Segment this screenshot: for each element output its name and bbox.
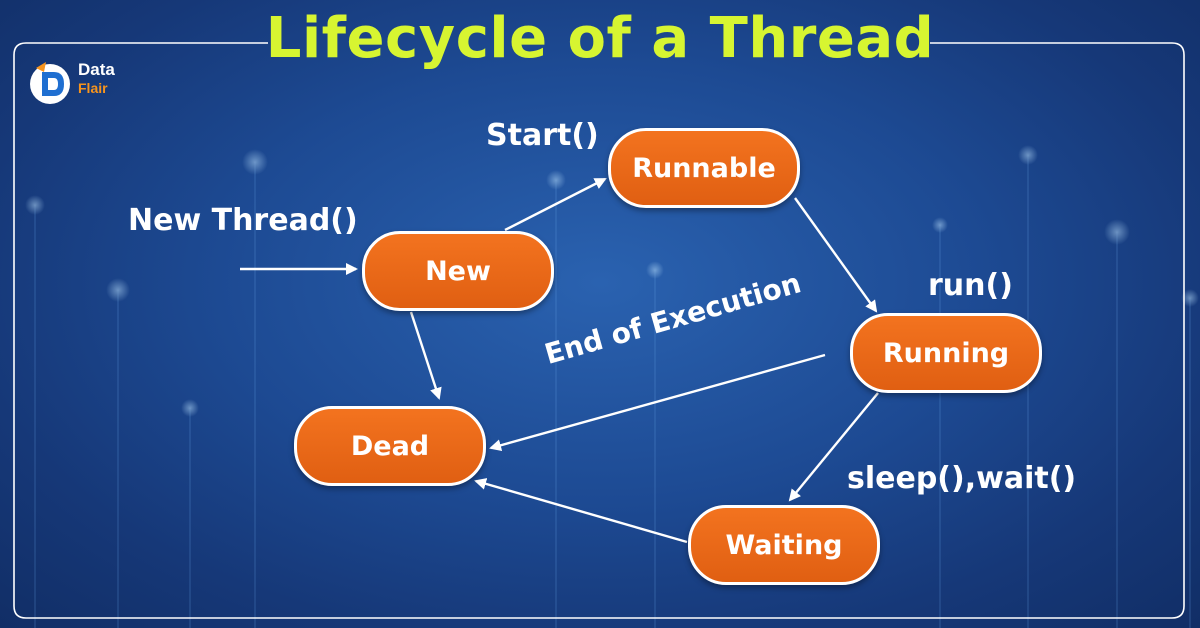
edge-runnable-to-running [794,197,878,313]
label-sleep-wait: sleep(),wait() [847,461,1077,496]
label-start: Start() [486,118,599,153]
state-node-waiting: Waiting [688,505,880,585]
label-new-thread: New Thread() [128,203,358,238]
state-node-runnable: Runnable [608,128,800,208]
logo-text-data: Data [78,60,115,79]
edge-waiting-to-dead [474,478,688,544]
label-run: run() [928,268,1013,303]
state-node-new: New [362,231,554,311]
edge-new-to-runnable [504,177,607,232]
logo-text-flair: Flair [78,80,108,96]
diagram-title: Lifecycle of a Thread [265,6,935,71]
edge-running-to-waiting [788,392,879,502]
edge-new-to-dead [409,311,442,400]
edge-running-to-dead [489,353,826,452]
logo-mark-icon [30,62,70,104]
state-node-running: Running [850,313,1042,393]
state-node-dead: Dead [294,406,486,486]
background-decoration [25,145,1199,628]
frame-border [13,42,1185,619]
dataflair-logo: Data Flair [28,58,148,110]
